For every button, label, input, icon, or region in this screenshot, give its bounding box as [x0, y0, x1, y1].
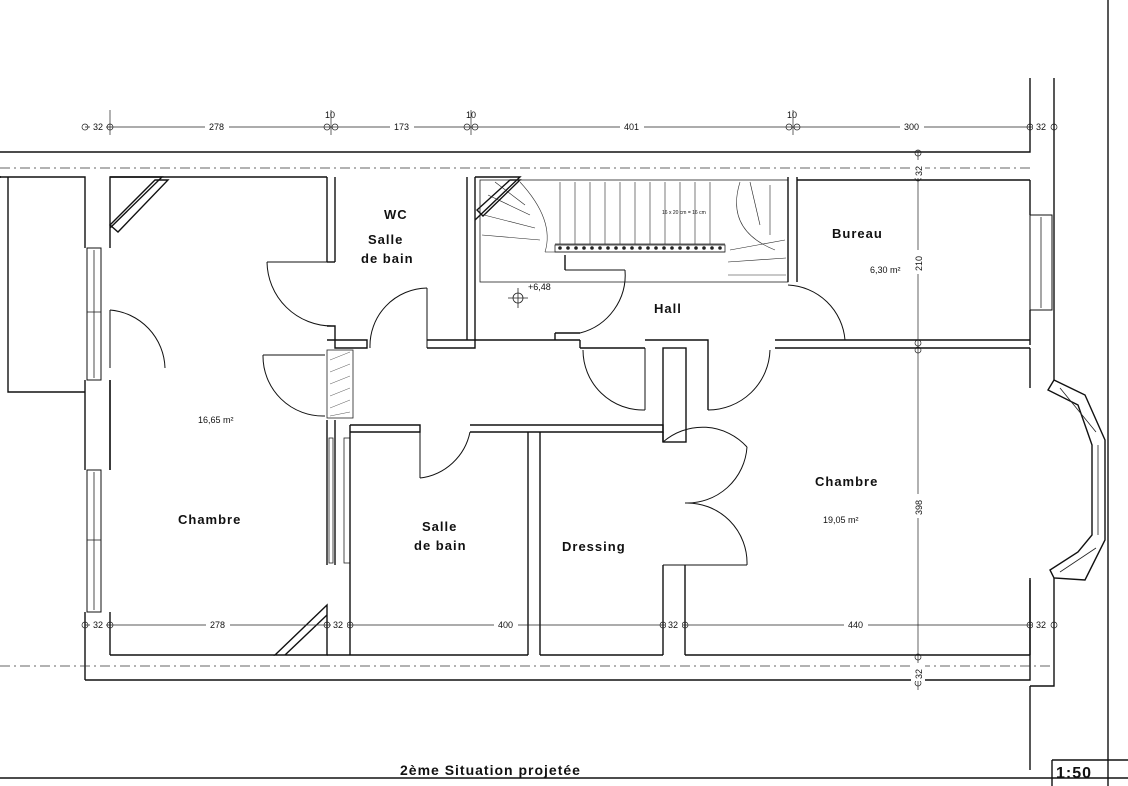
label-salle-de-bain-1-a: Salle [368, 232, 403, 247]
window-left-bottom [86, 469, 102, 613]
dim-right-2: 210 [914, 256, 924, 271]
dim-bottom-4: 400 [498, 620, 513, 630]
label-dressing: Dressing [562, 539, 626, 554]
label-chambre-right: Chambre [815, 474, 878, 489]
top-dimension-chain: 32 278 10 173 10 401 10 300 32 [81, 110, 1058, 135]
label-wc: WC [384, 207, 408, 222]
level-mark: +6,48 [528, 282, 551, 292]
dim-top-8: 300 [904, 122, 919, 132]
label-salle-de-bain-1-b: de bain [361, 251, 414, 266]
dim-top-4: 173 [394, 122, 409, 132]
room-bureau [775, 177, 1053, 349]
dim-top-3: 10 [325, 110, 335, 120]
dim-right-1: 32 [914, 166, 924, 176]
window-left-top [86, 247, 102, 381]
label-bureau: Bureau [832, 226, 883, 241]
dim-top-5: 10 [466, 110, 476, 120]
level-mark-icon [508, 288, 528, 308]
stair-note: 16 x 20 cm = 16 cm [662, 210, 706, 216]
right-dimension-chain: 32 210 398 32 [911, 149, 925, 690]
dim-right-4: 32 [914, 669, 924, 679]
room-wc [266, 177, 476, 349]
dim-top-1: 32 [93, 122, 103, 132]
area-bureau: 6,30 m² [870, 265, 901, 275]
dim-bottom-7: 32 [1036, 620, 1046, 630]
dim-bottom-1: 32 [93, 620, 103, 630]
label-salle-de-bain-2-b: de bain [414, 538, 467, 553]
dim-bottom-6: 440 [848, 620, 863, 630]
drawing-scale: 1:50 [1056, 765, 1092, 782]
room-hall [474, 176, 771, 443]
dim-top-2: 278 [209, 122, 224, 132]
title-block [0, 759, 1128, 786]
dim-top-9: 32 [1036, 122, 1046, 132]
area-chambre-left: 16,65 m² [198, 415, 234, 425]
bottom-dimension-chain: 32 278 32 400 32 440 32 [81, 618, 1058, 630]
dim-bottom-3: 32 [333, 620, 343, 630]
dim-top-6: 401 [624, 122, 639, 132]
label-chambre-left: Chambre [178, 512, 241, 527]
dim-bottom-2: 278 [210, 620, 225, 630]
dim-right-3: 398 [914, 500, 924, 515]
dim-top-7: 10 [787, 110, 797, 120]
staircase: 16 x 20 cm = 16 cm [479, 179, 789, 283]
room-chambre-right [685, 348, 1106, 656]
dim-bottom-5: 32 [668, 620, 678, 630]
area-chambre-right: 19,05 m² [823, 515, 859, 525]
room-chambre-left [108, 176, 336, 656]
corridor-left [262, 349, 354, 419]
label-salle-de-bain-2-a: Salle [422, 519, 457, 534]
room-dressing [540, 426, 748, 656]
drawing-title: 2ème Situation projetée [400, 762, 581, 778]
label-hall: Hall [654, 301, 682, 316]
